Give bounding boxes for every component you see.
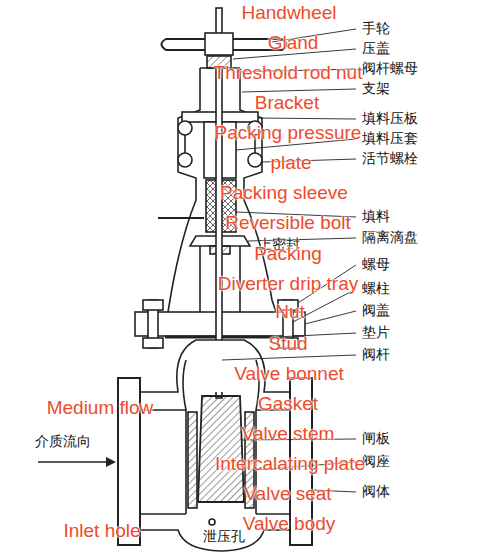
part-name-zh: 支架: [362, 80, 390, 96]
part-name-zh: 阀体: [362, 483, 390, 499]
part-name-en: Valve stem: [242, 423, 335, 445]
part-name-en: Threshold rod nut: [214, 62, 363, 84]
part-name-zh: 填料压套: [362, 130, 418, 146]
part-name-en: Valve bonnet: [234, 363, 344, 385]
part-name-en: Medium flow: [47, 397, 154, 419]
part-name-zh: 压盖: [362, 40, 390, 56]
part-name-zh: 垫片: [362, 324, 390, 340]
part-name-en: Gasket: [258, 393, 318, 415]
part-name-en: Reversible bolt: [225, 212, 351, 234]
part-name-en: Gland: [268, 32, 319, 54]
part-name-zh: 填料压板: [362, 110, 418, 126]
part-name-zh: 阀盖: [362, 302, 390, 318]
part-name-en: Handwheel: [241, 2, 336, 24]
part-name-en: Packing sleeve: [220, 182, 348, 204]
part-name-en: Stud: [268, 333, 307, 355]
part-name-zh: 手轮: [362, 20, 390, 36]
part-name-en: Diverter drip tray: [218, 273, 358, 295]
part-name-zh: 阀杆螺母: [362, 60, 418, 76]
part-name-en: Inlet hole: [63, 520, 140, 542]
part-name-en: Packing: [254, 243, 322, 265]
part-name-en: Nut: [275, 301, 305, 323]
part-name-zh: 阀杆: [362, 346, 390, 362]
part-name-zh: 闸板: [362, 430, 390, 446]
part-name-zh: 填料: [362, 208, 390, 224]
part-name-zh: 螺柱: [362, 280, 390, 296]
part-name-en: Bracket: [255, 92, 319, 114]
part-name-en: Packing pressure: [215, 122, 362, 144]
part-name-en: plate: [270, 152, 311, 174]
part-name-en: Valve body: [243, 513, 336, 535]
part-name-zh: 介质流向: [35, 433, 91, 449]
part-name-zh: 隔离滴盘: [362, 229, 418, 245]
part-name-zh: 阀座: [362, 453, 390, 469]
part-name-en: Intercalating plate: [215, 453, 365, 475]
part-name-zh: 活节螺栓: [362, 150, 418, 166]
part-name-zh: 泄压孔: [203, 528, 245, 544]
part-name-zh: 螺母: [362, 256, 390, 272]
part-name-en: Valve seat: [244, 483, 331, 505]
